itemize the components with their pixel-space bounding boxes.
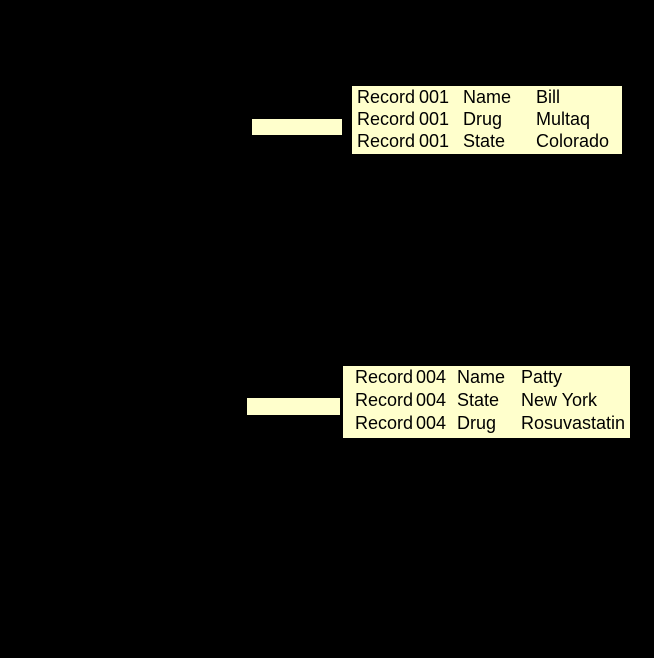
callout-connector-record-004 [247,398,340,415]
record-id: 004 [416,413,447,433]
record-value: New York [521,390,598,410]
table-row: Record 004 Drug Rosuvastatin [343,412,630,435]
table-row: Record 001 Name Bill [352,86,622,108]
record-id: 001 [419,130,450,151]
record-label: Record [357,108,416,129]
record-field: Name [463,86,512,107]
record-id: 001 [419,86,450,107]
record-field: Name [457,367,506,387]
record-label: Record [355,390,414,410]
record-value: Rosuvastatin [521,413,626,433]
record-label: Record [357,86,416,107]
record-field: Drug [463,108,503,129]
table-row: Record 001 Drug Multaq [352,108,622,130]
record-value: Colorado [536,130,610,151]
record-id: 004 [416,390,447,410]
record-field: State [463,130,506,151]
table-row: Record 001 State Colorado [352,130,622,152]
callout-record-001[interactable]: Record 001 Name Bill Record 001 Drug Mul… [352,86,622,154]
record-id: 001 [419,108,450,129]
record-field: State [457,390,500,410]
table-row: Record 004 State New York [343,389,630,412]
record-value: Bill [536,86,561,107]
record-field: Drug [457,413,497,433]
record-label: Record [355,413,414,433]
record-id: 004 [416,367,447,387]
callout-connector-record-001 [252,119,342,135]
record-value: Patty [521,367,563,387]
record-label: Record [357,130,416,151]
record-label: Record [355,367,414,387]
record-value: Multaq [536,108,591,129]
table-row: Record 004 Name Patty [343,366,630,389]
callout-record-004[interactable]: Record 004 Name Patty Record 004 State N… [343,366,630,438]
